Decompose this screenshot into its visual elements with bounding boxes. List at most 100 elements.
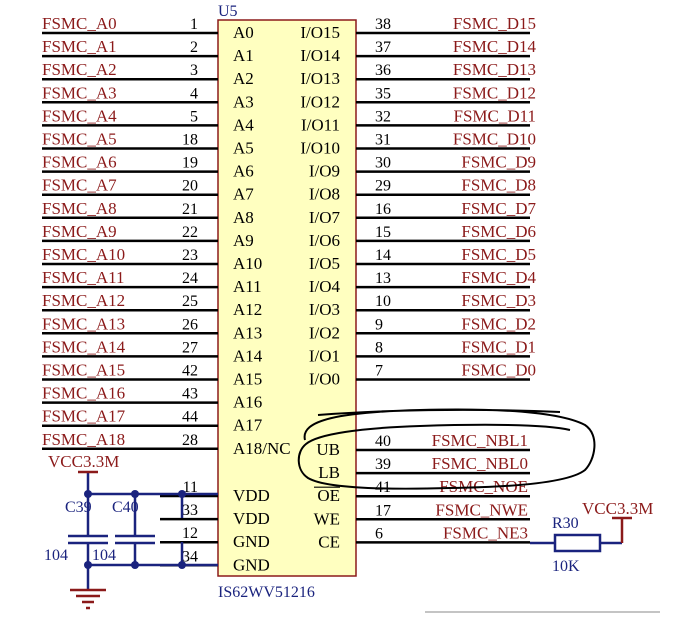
pin-name: I/O9 xyxy=(309,162,340,181)
c39-value: 104 xyxy=(44,547,68,564)
pin-number: 3 xyxy=(190,62,198,79)
pin-number: 21 xyxy=(182,201,198,218)
pin-number: 30 xyxy=(375,155,391,172)
net-label: FSMC_D4 xyxy=(461,268,536,287)
pin-name: A6 xyxy=(233,162,254,181)
pin-number: 42 xyxy=(182,363,198,380)
pin-name: I/O5 xyxy=(309,254,340,273)
pin-number: 25 xyxy=(182,293,198,310)
net-label: FSMC_A1 xyxy=(42,37,117,56)
net-label: FSMC_D2 xyxy=(461,314,536,333)
net-label: FSMC_A0 xyxy=(42,14,117,33)
net-label: FSMC_D15 xyxy=(453,14,536,33)
annotation-scribble xyxy=(297,408,596,490)
net-label: FSMC_NBL0 xyxy=(432,454,528,473)
pin-name: I/O6 xyxy=(309,231,340,250)
pin-number: 16 xyxy=(375,201,391,218)
net-label: FSMC_D0 xyxy=(461,361,536,380)
pin-number: 35 xyxy=(375,85,391,102)
net-label: FSMC_A7 xyxy=(42,176,117,195)
pin-name: I/O7 xyxy=(309,208,341,227)
pin-number: 34 xyxy=(182,548,198,565)
pin-name: I/O10 xyxy=(300,139,340,158)
pin-name: I/O4 xyxy=(309,277,341,296)
pin-name: A13 xyxy=(233,323,262,342)
pin-name: A16 xyxy=(233,393,262,412)
pin-name: VDD xyxy=(233,509,270,528)
right-pin-io12: I/O12 35 FSMC_D12 xyxy=(300,83,536,111)
pin-number: 9 xyxy=(375,316,383,333)
pin-number: 14 xyxy=(375,247,391,264)
pin-name: A10 xyxy=(233,254,262,273)
net-label: FSMC_D6 xyxy=(461,222,536,241)
pin-name: A18/NC xyxy=(233,439,291,458)
pin-number: 36 xyxy=(375,62,391,79)
pin-number: 26 xyxy=(182,316,198,333)
pin-name: I/O14 xyxy=(300,46,340,65)
net-label: FSMC_D13 xyxy=(453,60,536,79)
pin-number: 32 xyxy=(375,108,391,125)
junction-dot xyxy=(178,490,186,498)
net-label: FSMC_D1 xyxy=(461,337,536,356)
pin-number: 22 xyxy=(182,224,198,241)
net-label: FSMC_A13 xyxy=(42,314,125,333)
pin-name: GND xyxy=(233,555,270,574)
pin-number: 7 xyxy=(375,363,383,380)
chip-body xyxy=(217,19,357,577)
pin-name: A5 xyxy=(233,139,254,158)
net-label: FSMC_NE3 xyxy=(443,523,528,542)
pin-number: 29 xyxy=(375,178,391,195)
capacitor-network: C39 C40 104 104 xyxy=(44,470,218,610)
net-label: FSMC_A9 xyxy=(42,222,117,241)
pin-name: I/O1 xyxy=(309,346,340,365)
pin-number: 20 xyxy=(182,178,198,195)
c40-value: 104 xyxy=(92,547,116,564)
junction-dot xyxy=(131,561,139,569)
pin-name: A1 xyxy=(233,46,254,65)
net-label: FSMC_NWE xyxy=(435,500,528,519)
pin-number: 43 xyxy=(182,386,198,403)
c40-ref: C40 xyxy=(112,499,139,516)
pin-name: UB xyxy=(316,440,340,459)
pin-number: 18 xyxy=(182,132,198,149)
pin-number: 6 xyxy=(375,525,383,542)
pin-name: I/O12 xyxy=(300,92,340,111)
net-label: FSMC_D14 xyxy=(453,37,537,56)
pin-number: 1 xyxy=(190,16,198,33)
net-label: FSMC_D12 xyxy=(453,83,536,102)
pin-name: A7 xyxy=(233,185,254,204)
vcc-label-right: VCC3.3M xyxy=(582,499,653,518)
pin-number: 17 xyxy=(375,502,391,519)
pin-name: A15 xyxy=(233,370,262,389)
pin-name: I/O15 xyxy=(300,23,340,42)
net-label: FSMC_D3 xyxy=(461,291,536,310)
pin-number: 23 xyxy=(182,247,198,264)
vcc-label-left: VCC3.3M xyxy=(48,452,119,471)
net-label: FSMC_A11 xyxy=(42,268,125,287)
pin-name: OE xyxy=(317,486,340,505)
pin-name: A2 xyxy=(233,69,254,88)
net-label: FSMC_D11 xyxy=(453,106,536,125)
pin-name: WE xyxy=(314,509,340,528)
